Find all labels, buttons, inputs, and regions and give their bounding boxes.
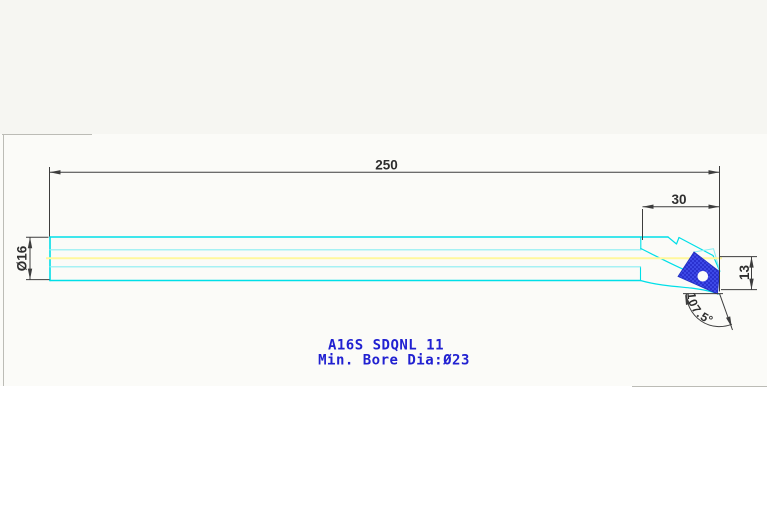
caption: A16S SDQNL 11 Min. Bore Dia:Ø23	[318, 338, 470, 369]
dim-shank-diameter: Ø16	[15, 236, 50, 281]
insert-screw-hole	[697, 271, 709, 282]
dim-250-text: 250	[375, 158, 398, 173]
dim-250-arrow-left	[49, 170, 61, 175]
dim-13-text: 13	[737, 265, 752, 281]
dim-250-arrow-right	[708, 170, 720, 175]
dim-13-arrow-bottom	[749, 278, 754, 290]
frame-lines	[2, 134, 767, 387]
insert-pocket-line	[693, 248, 721, 273]
dim-30-arrow-left	[642, 204, 654, 209]
dim-head-length: 30	[642, 192, 720, 240]
head-notch	[667, 236, 680, 245]
dim-overall-length: 250	[49, 158, 720, 292]
caption-min-bore: Min. Bore Dia:Ø23	[318, 353, 470, 369]
canvas-top-margin	[0, 0, 767, 134]
canvas-bottom-area	[0, 386, 767, 523]
caption-model: A16S SDQNL 11	[328, 338, 444, 354]
dim-16-arrow-bottom	[27, 268, 33, 280]
dim-tip-drop: 13	[719, 256, 757, 291]
angle-arc-arrow-end	[726, 316, 732, 328]
dim-13-arrow-top	[749, 256, 754, 268]
dim-16-text: Ø16	[15, 245, 30, 271]
angle-arc-arrow-start	[685, 293, 691, 305]
dim-30-arrow-right	[708, 204, 720, 209]
dim-16-arrow-top	[27, 237, 33, 249]
head-nose-slant	[678, 236, 721, 273]
dim-30-text: 30	[671, 192, 686, 207]
tool-body-inner-lines	[49, 248, 721, 273]
